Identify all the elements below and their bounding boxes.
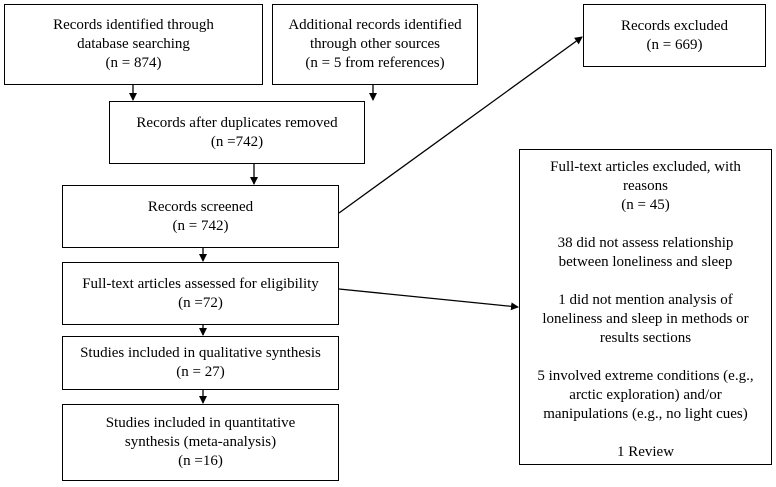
box-count: (n =16)	[178, 453, 223, 469]
box-count: (n = 27)	[176, 364, 225, 380]
box-text-line: Full-text articles assessed for eligibil…	[82, 275, 319, 292]
box-count: (n = 5 from references)	[305, 55, 445, 71]
box-text-line: database searching	[77, 36, 190, 52]
exclusion-reason-line: manipulations (e.g., no light cues)	[543, 406, 748, 422]
box-text-line: Records screened	[147, 198, 254, 215]
box-records-screened: Records screened (n = 742)	[62, 185, 339, 248]
box-text-line: through other sources	[310, 36, 440, 52]
box-fulltext-excluded: Full-text articles excluded, with reason…	[519, 149, 772, 465]
box-text-line: synthesis (meta-analysis)	[124, 434, 277, 450]
exclusion-reason-line: 5 involved extreme conditions (e.g.,	[537, 368, 754, 384]
box-text-line: Records excluded	[620, 17, 729, 34]
box-fulltext-assessed: Full-text articles assessed for eligibil…	[62, 262, 339, 325]
exclusion-reason-line: loneliness and sleep in methods or	[542, 311, 749, 327]
exclusion-reason-line: 1 Review	[616, 444, 675, 460]
exclusion-reason-line: arctic exploration) and/or	[569, 387, 722, 403]
box-qualitative-synthesis: Studies included in qualitative synthesi…	[62, 336, 339, 390]
box-text-line: Studies included in quantitative	[105, 415, 296, 431]
box-count: (n = 742)	[172, 217, 229, 234]
box-quantitative-synthesis: Studies included in quantitative synthes…	[62, 404, 339, 481]
exclusion-reason-line: 1 did not mention analysis of	[558, 292, 733, 308]
box-records-identified-database: Records identified through database sear…	[4, 4, 263, 85]
box-text-line: Records identified through	[53, 17, 214, 33]
box-count: (n = 45)	[621, 197, 670, 213]
box-count: (n =742)	[210, 133, 264, 150]
box-duplicates-removed: Records after duplicates removed (n =742…	[109, 101, 365, 164]
box-text-line: Records after duplicates removed	[136, 114, 338, 131]
box-count: (n = 669)	[646, 36, 703, 53]
exclusion-reason-line: between loneliness and sleep	[558, 254, 733, 270]
exclusion-reason-line: 38 did not assess relationship	[557, 235, 734, 251]
box-count: (n =72)	[178, 294, 223, 311]
box-records-excluded: Records excluded (n = 669)	[583, 4, 766, 67]
arrow-screened-to-excluded	[338, 36, 583, 214]
exclusion-reason-line: results sections	[599, 330, 692, 346]
box-additional-records: Additional records identified through ot…	[272, 4, 478, 85]
box-heading-line: Full-text articles excluded, with	[550, 159, 741, 175]
box-heading-line: reasons	[623, 178, 668, 194]
box-text-line: Studies included in qualitative synthesi…	[80, 345, 321, 361]
arrow-fulltext-to-excluded	[338, 288, 519, 311]
box-count: (n = 874)	[105, 55, 162, 71]
box-text-line: Additional records identified	[288, 17, 462, 33]
